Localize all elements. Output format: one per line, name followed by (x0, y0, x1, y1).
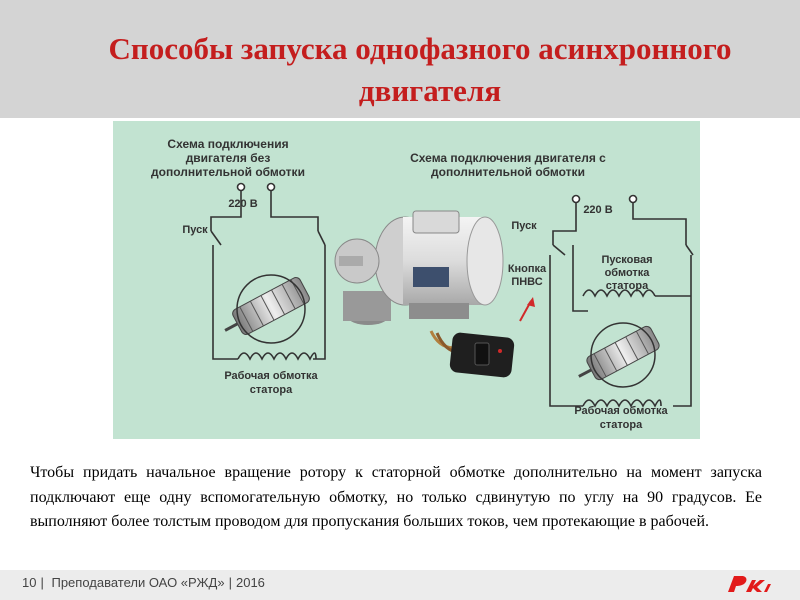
left-winding-line-2: статора (250, 384, 293, 396)
right-winding-line-2: статора (600, 419, 643, 431)
right-title-line-1: Схема подключения двигателя с (410, 151, 606, 165)
right-title-line-2: дополнительной обмотки (431, 165, 585, 179)
start-winding-line-1: Пусковая (601, 254, 652, 266)
motor-wiring-diagram: Схема подключения двигателя без дополнит… (113, 121, 700, 439)
arrow-head-icon (527, 297, 535, 307)
left-title-line-3: дополнительной обмотки (151, 165, 305, 179)
button-label-line-2: ПНВС (511, 276, 542, 288)
page-number: 10 (22, 575, 37, 590)
left-wiring (210, 182, 326, 361)
footer-separator: | (40, 575, 44, 590)
left-title-line-1: Схема подключения (167, 137, 288, 151)
left-scheme: Схема подключения двигателя без дополнит… (151, 137, 319, 396)
right-scheme: Схема подключения двигателя с дополнител… (410, 151, 668, 431)
body-paragraph: Чтобы придать начальное вращение ротору … (30, 464, 762, 530)
right-voltage-label: 220 В (583, 204, 612, 216)
button-label-line-1: Кнопка (508, 263, 547, 275)
rzd-logo-icon (728, 576, 771, 592)
title-band (0, 0, 800, 118)
slide-title: Способы запуска однофазного асинхронного… (0, 28, 800, 112)
left-rotor-icon (224, 277, 310, 335)
right-rotor-icon (578, 325, 660, 381)
footer-year: 2016 (235, 575, 265, 590)
footer-text: 10| Преподаватели ОАО «РЖД»|2016 (22, 575, 265, 590)
start-winding-line-3: статора (606, 280, 649, 292)
start-winding-line-2: обмотка (605, 267, 651, 279)
left-title-line-2: двигателя без (186, 151, 271, 165)
left-start-label: Пуск (182, 224, 208, 236)
footer-separator-2: | (228, 575, 232, 590)
footer: 10| Преподаватели ОАО «РЖД»|2016 (0, 570, 800, 600)
right-wiring (549, 194, 694, 408)
left-winding-line-1: Рабочая обмотка (224, 370, 318, 382)
right-rotation-ring (590, 322, 656, 388)
right-winding-line-1: Рабочая обмотка (574, 405, 668, 417)
footer-org: Преподаватели ОАО «РЖД» (51, 575, 225, 590)
title-line-1: Способы запуска однофазного асинхронного (108, 31, 732, 66)
left-voltage-label: 220 В (228, 198, 257, 210)
right-start-label: Пуск (511, 220, 537, 232)
left-rotation-ring (236, 274, 306, 344)
motor-icon (334, 210, 515, 378)
title-line-2: двигателя (358, 73, 502, 108)
